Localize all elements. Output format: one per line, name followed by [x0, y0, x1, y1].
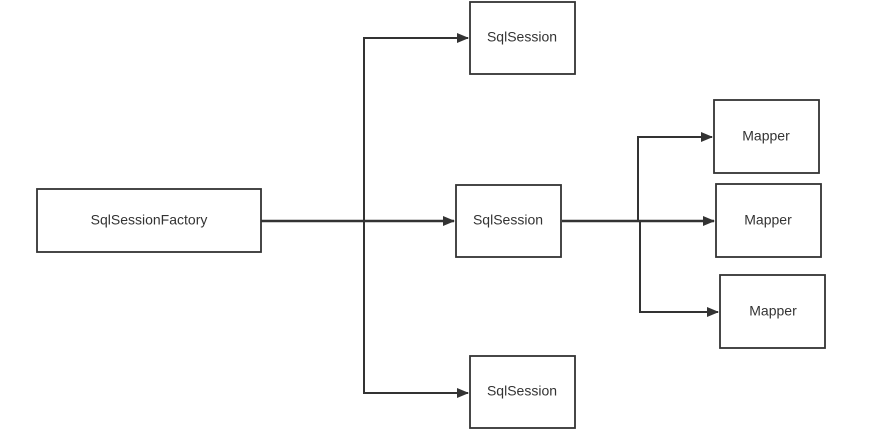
edge-factory-to-session-bottom [363, 221, 469, 398]
node-label: SqlSession [473, 212, 543, 228]
node-mapper-1: Mapper [713, 99, 820, 174]
node-label: Mapper [749, 303, 797, 319]
node-label: Mapper [744, 212, 792, 228]
edges-factory-to-sessions [261, 33, 469, 398]
node-sqlsession-top: SqlSession [469, 1, 576, 75]
node-sqlsession-middle: SqlSession [455, 184, 562, 258]
edges-session-to-mappers [562, 132, 719, 317]
edge-factory-to-session-top [363, 33, 469, 221]
node-label: Mapper [742, 128, 790, 144]
edge-session-mid-to-mapper-1 [637, 132, 713, 221]
node-label: SqlSessionFactory [91, 212, 208, 228]
node-label: SqlSession [487, 383, 557, 399]
node-mapper-2: Mapper [715, 183, 822, 258]
edge-session-mid-to-mapper-3 [639, 221, 719, 317]
node-sqlsession-bottom: SqlSession [469, 355, 576, 429]
node-label: SqlSession [487, 29, 557, 45]
node-sqlsessionfactory: SqlSessionFactory [36, 188, 262, 253]
node-mapper-3: Mapper [719, 274, 826, 349]
